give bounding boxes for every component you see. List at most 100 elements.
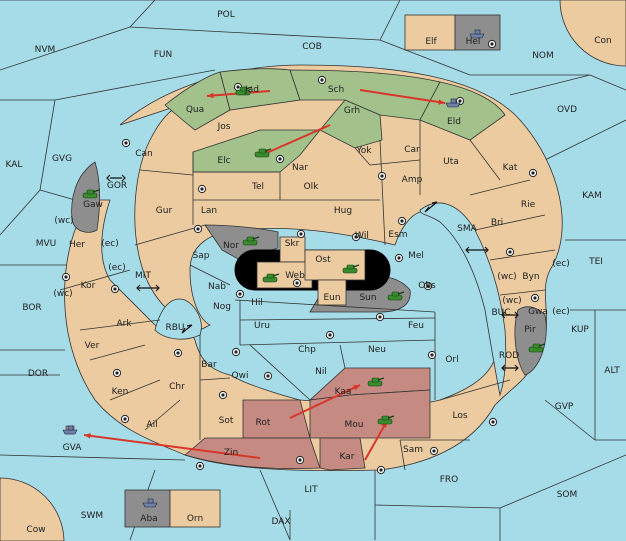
territory-label-zin: Zin: [224, 448, 238, 458]
territory-label-amp: Amp: [402, 175, 423, 185]
army-unit-icon[interactable]: [342, 264, 360, 274]
orn-region[interactable]: [169, 489, 221, 528]
fleet-unit-icon[interactable]: [142, 498, 158, 508]
army-unit-icon[interactable]: [528, 343, 546, 353]
coast-tag-her_wc: (wc): [54, 216, 73, 226]
move-order-arrow: [83, 433, 261, 459]
supply-center-icon: [317, 75, 327, 85]
units-layer: [62, 29, 546, 508]
territory-label-elf: Elf: [425, 37, 437, 47]
territory-label-kal: KAL: [6, 160, 23, 170]
cow-region[interactable]: [0, 477, 65, 541]
territory-label-qwi: Qwi: [232, 371, 249, 381]
territory-label-eun: Eun: [323, 293, 340, 303]
territory-label-jos: Jos: [217, 122, 231, 132]
territory-label-skr: Skr: [285, 239, 300, 249]
territory-label-fro: FRO: [440, 475, 459, 485]
supply-center-icon: [110, 284, 120, 294]
territory-label-mel: Mel: [408, 251, 424, 261]
territory-label-can: Can: [135, 149, 153, 159]
army-unit-icon[interactable]: [254, 148, 272, 158]
territory-label-rie: Rie: [521, 200, 536, 210]
supply-center-icon: [292, 278, 302, 288]
territory-label-obs: Obs: [418, 281, 436, 291]
qua-region[interactable]: [164, 71, 231, 131]
territory-label-orl: Orl: [445, 355, 458, 365]
eld-region[interactable]: [419, 81, 506, 141]
army-unit-icon[interactable]: [82, 189, 100, 199]
territory-label-neu: Neu: [368, 345, 386, 355]
army-unit-icon[interactable]: [242, 236, 260, 246]
kar-region[interactable]: [319, 437, 366, 471]
territory-label-web: Web: [285, 271, 305, 281]
territory-label-gvp: GVP: [555, 402, 574, 412]
skr-region[interactable]: [279, 236, 306, 263]
territory-label-cow: Cow: [26, 525, 45, 535]
fleet-unit-icon[interactable]: [445, 98, 461, 108]
territory-label-orn: Orn: [187, 514, 203, 524]
pir-region[interactable]: [514, 306, 547, 376]
territory-label-her: Her: [69, 240, 85, 250]
mou-region[interactable]: [309, 389, 431, 439]
territory-label-grh: Grh: [344, 106, 360, 116]
supply-center-icon: [427, 350, 437, 360]
territory-label-kat: Kat: [503, 163, 518, 173]
territory-label-mvu: MVU: [36, 239, 57, 249]
fleet-unit-icon[interactable]: [469, 29, 485, 39]
territory-label-wil: Wil: [355, 231, 369, 241]
coast-tag-her_ec: (ec): [101, 239, 119, 249]
supply-center-icon: [173, 348, 183, 358]
territory-label-ark: Ark: [116, 319, 132, 329]
coast-tag-gwa_ec: (ec): [552, 307, 570, 317]
army-unit-icon[interactable]: [387, 291, 405, 301]
grh-region[interactable]: [319, 99, 383, 149]
army-unit-icon[interactable]: [367, 377, 385, 387]
supply-center-icon: [112, 368, 122, 378]
territory-label-gwa: Gwa: [528, 307, 548, 317]
territory-label-dax: DAX: [271, 517, 290, 527]
eun-region[interactable]: [317, 279, 347, 306]
territory-label-ken: Ken: [112, 387, 129, 397]
territory-label-bri: Bri: [491, 218, 503, 228]
supply-center-icon: [61, 272, 71, 282]
territory-label-rot: Rot: [256, 418, 271, 428]
territory-label-nar: Nar: [292, 163, 308, 173]
coast-tag-gwa_wc: (wc): [502, 296, 521, 306]
territory-label-kaa: Kaa: [335, 387, 352, 397]
fleet-unit-icon[interactable]: [62, 425, 78, 435]
territory-label-lan: Lan: [201, 206, 217, 216]
zin-region[interactable]: [184, 437, 321, 470]
territory-label-pir: Pir: [524, 325, 536, 335]
territory-label-feu: Feu: [408, 321, 424, 331]
supply-center-icon: [505, 247, 515, 257]
territory-label-ail: Ail: [146, 420, 157, 430]
territory-label-sap: Sap: [193, 251, 210, 261]
territory-label-chp: Chp: [298, 345, 316, 355]
sch-region[interactable]: [289, 69, 441, 121]
con-region[interactable]: [559, 0, 626, 67]
territory-label-sam: Sam: [403, 445, 423, 455]
supply-center-icon: [120, 414, 130, 424]
territory-label-sch: Sch: [328, 85, 344, 95]
territory-label-swm: SWM: [81, 511, 103, 521]
territory-label-bor: BOR: [22, 303, 41, 313]
supply-center-icon: [275, 154, 285, 164]
army-unit-icon[interactable]: [235, 86, 253, 96]
order-arrows: [83, 89, 446, 461]
army-unit-icon[interactable]: [377, 415, 395, 425]
territory-label-tel: Tel: [251, 182, 264, 192]
territory-label-sun: Sun: [359, 293, 376, 303]
territory-label-los: Los: [452, 411, 467, 421]
territory-label-gvg: GVG: [52, 154, 72, 164]
territory-label-alt: ALT: [604, 366, 620, 376]
ost-region[interactable]: [304, 249, 366, 281]
territory-label-nil: Nil: [315, 367, 327, 377]
elf-region[interactable]: [404, 14, 456, 51]
supply-center-icon: [197, 184, 207, 194]
territory-label-hug: Hug: [334, 206, 352, 216]
rot-region[interactable]: [242, 399, 311, 439]
web-region[interactable]: [256, 261, 313, 289]
aba-region[interactable]: [124, 489, 171, 528]
army-unit-icon[interactable]: [262, 273, 280, 283]
